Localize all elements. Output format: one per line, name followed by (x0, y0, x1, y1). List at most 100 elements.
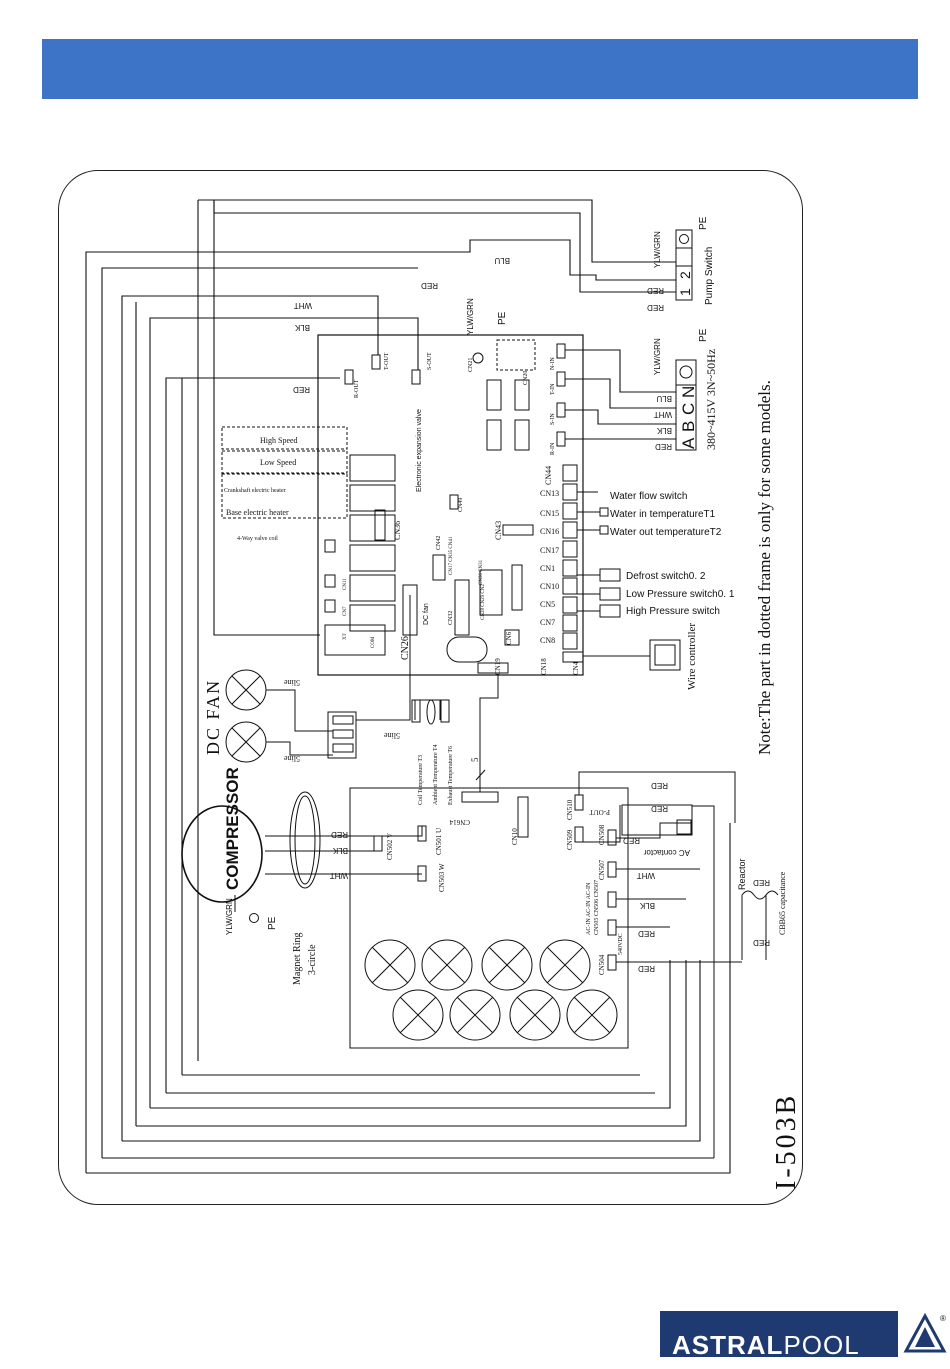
sensor-cn16: CN16 (540, 527, 559, 536)
s-in-label: S-IN (550, 413, 556, 425)
wire-blk-3: BLK (332, 846, 348, 855)
wire-wht-1: WHT (294, 301, 312, 310)
cn6-label: CN6 (505, 631, 513, 645)
r-out-label: R-OUT (354, 379, 360, 398)
wire-red-3: RED (421, 281, 438, 290)
cn-stack2-label: CN30 CN31 (479, 559, 484, 585)
wire-wht-3: WHT (330, 871, 348, 880)
power-n: N (679, 386, 698, 398)
fan-line-3: 5line (284, 754, 300, 763)
wire-red-8: RED (651, 804, 668, 813)
wire-red-1: RED (647, 286, 664, 295)
reactor-label: Reactor (737, 858, 747, 890)
sensor-cn13: CN13 (540, 489, 559, 498)
sensor-cn5: CN5 (540, 600, 555, 609)
capacitance-label: CBB65 capacitance (778, 871, 787, 935)
low-speed-label: Low Speed (260, 458, 296, 467)
logo-box: ASTRALPOOL (660, 1311, 898, 1360)
cn-stack-label: CN505 CN506 CN507 (594, 880, 600, 935)
cn26-label: CN26 (400, 636, 411, 660)
pe-pump: PE (698, 216, 709, 230)
dc-fan-label: DC FAN (203, 679, 223, 755)
com-label: COM (371, 636, 376, 648)
pump-t1: 1 (677, 288, 693, 296)
astralpool-logo: ASTRALPOOL ® (660, 1301, 950, 1369)
high-speed-label: High Speed (260, 436, 298, 445)
base-heater-label: Base electric heater (226, 508, 289, 517)
sensor-cn7: CN7 (540, 618, 555, 627)
cn-stack3-label: CN28 CN29 CN2 (481, 584, 486, 620)
power-c: C (679, 403, 698, 415)
cn32-label: CN32 (448, 611, 454, 625)
wire-wht-2: WHT (654, 410, 672, 419)
main-pcb (317, 334, 584, 676)
sensor-cn10: CN10 (540, 582, 559, 591)
cn502-label: CN502 V (386, 833, 394, 860)
cn7-small-label: CN7 (343, 606, 348, 616)
sensor-cn17: CN17 (540, 546, 559, 555)
dotted-load-frames (221, 426, 348, 519)
dc540-label: 540VDC (618, 933, 624, 955)
eev-label: Electronic expansion valve (416, 409, 423, 492)
exhaust-temp-label: Exhaust Temperature T6 (448, 746, 454, 805)
t-out-label: T-OUT (384, 352, 390, 370)
note-label: Note:The part in dotted frame is only fo… (755, 380, 774, 755)
header-band (42, 39, 918, 99)
water-in-temp-label: Water in temperatureT1 (610, 509, 716, 520)
wire-controller-label: Wire controller (686, 623, 698, 690)
high-pressure-label: High Pressure switch (626, 606, 720, 617)
cn44-label: CN44 (544, 466, 553, 485)
outer-wires (85, 199, 731, 1174)
cn507-label: CN507 (598, 859, 606, 880)
wire-red-5: RED (655, 442, 672, 451)
pe-power: PE (698, 328, 709, 342)
wire-red-13: RED (753, 938, 770, 947)
wire-blk-1: BLK (294, 323, 310, 332)
cn18-label: CN18 (540, 658, 548, 675)
inv-cn10-label: CN10 (511, 828, 519, 845)
wire-red-10: RED (638, 929, 655, 938)
cn614-label: CN614 (449, 818, 470, 826)
ylwgrn-pcb: YLW/GRN (466, 298, 475, 335)
wire-red-11: RED (638, 964, 655, 973)
wire-blk-2: BLK (656, 426, 672, 435)
ylwgrn-pump: YLW/GRN (653, 231, 662, 268)
dc-fan-2 (225, 721, 267, 763)
n-in-label: N-IN (550, 357, 556, 370)
cn509-label: CN509 (566, 829, 574, 850)
wire-red-12: RED (753, 878, 770, 887)
logo-reg: ® (940, 1314, 946, 1323)
model-label: I-503B (771, 1093, 802, 1190)
cn503-label: CN503 W (438, 863, 446, 892)
wire-blk-4: BLK (639, 901, 655, 910)
pump-switch-terminal (675, 229, 693, 301)
compressor (181, 791, 321, 923)
low-pressure-label: Low Pressure switch0. 1 (626, 589, 735, 600)
sensor-cn15: CN15 (540, 509, 559, 518)
wire-red-4: RED (293, 385, 310, 394)
logo-triangle-icon: ® (903, 1312, 947, 1353)
cn19-label: CN19 (494, 658, 502, 675)
cn504-label: CN504 (598, 954, 606, 975)
p-out-label: P-OUT (589, 808, 610, 816)
three-circle-label: 3-circle (307, 944, 318, 975)
pe-comp: PE (267, 916, 278, 930)
cn510-label: CN510 (566, 799, 574, 820)
cn36-label: CN36 (393, 521, 402, 540)
sensor-cn1: CN1 (540, 564, 555, 573)
fan-line-1: 5line (284, 678, 300, 687)
power-spec: 380~415V 3N~50Hz (704, 349, 718, 450)
cn4-label: CN4 (572, 661, 580, 675)
cn-stack1-label: CN17 CN35 CN41 (449, 536, 454, 575)
cn42-label: CN42 (436, 536, 442, 550)
cn43-label: CN43 (494, 521, 503, 540)
power-b: B (679, 421, 698, 432)
wire-wht-4: WHT (637, 871, 655, 880)
r-in-label: R-IN (550, 442, 556, 455)
cn501-label: CN501 U (435, 828, 443, 855)
cn11-label: CN11 (343, 578, 348, 590)
labels: I-503B Note:The part in dotted frame is … (203, 216, 802, 1190)
ac-contactor-label: AC contactor (643, 848, 690, 857)
logo-text: ASTRALPOOL (672, 1330, 860, 1361)
